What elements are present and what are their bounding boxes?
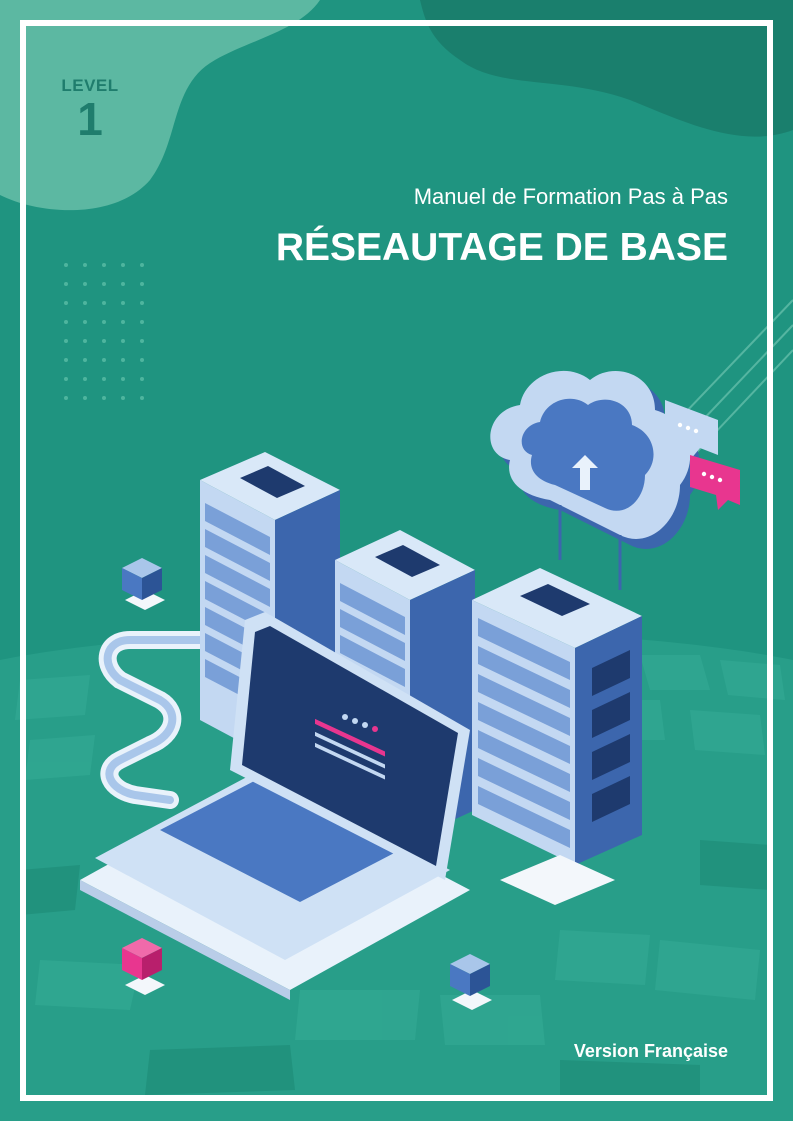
white-frame-border: [20, 20, 773, 1101]
cover-title: RÉSEAUTAGE DE BASE: [275, 226, 728, 269]
chat-bubble-icon: [665, 400, 740, 510]
level-label: LEVEL: [61, 76, 119, 95]
cube-icon: [122, 558, 165, 610]
cube-icon: [122, 938, 165, 995]
cube-icon: [450, 954, 492, 1010]
laptop-icon: [80, 612, 470, 1000]
cover-subtitle: Manuel de Formation Pas à Pas: [413, 184, 728, 209]
version-label: Version Française: [573, 1041, 728, 1061]
server-rack-icon: [472, 568, 642, 865]
level-badge: LEVEL 1: [60, 76, 120, 142]
level-number: 1: [77, 93, 103, 145]
cloud-upload-icon: [490, 370, 701, 590]
